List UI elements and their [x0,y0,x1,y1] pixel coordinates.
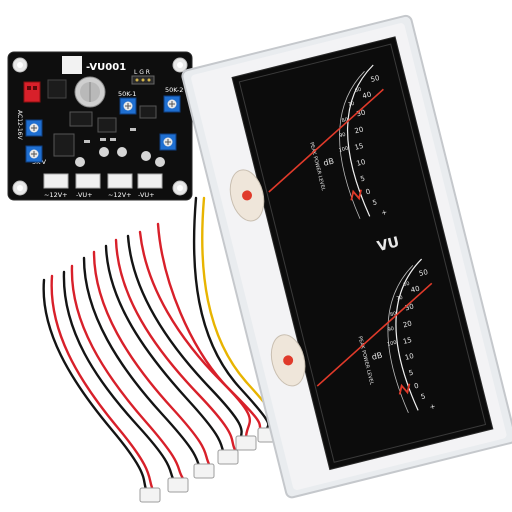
scale-label: 10 [404,352,415,362]
red-wire [50,274,156,494]
inner-scale-label: 80 [390,311,398,318]
inner-scale-label: 60 [354,87,362,94]
ic-chip [139,105,157,119]
jst-plug[interactable] [139,487,161,503]
board-voltage-label: AC12-16V [16,110,23,141]
meter-needle [316,282,433,387]
trim-pot[interactable] [163,95,181,113]
unit-label: dB [371,351,383,362]
black-wire [62,270,178,486]
inner-scale-label: 100 [387,340,398,348]
scale-label: 0 [413,382,419,391]
jst-plug[interactable] [217,449,239,465]
pot-label-left: 50K-1 [118,90,136,98]
jst-socket[interactable] [107,173,133,189]
trim-pot[interactable] [25,119,43,137]
black-wire [126,234,243,446]
jst-plug[interactable] [167,477,189,493]
scale-label: 50 [418,268,429,278]
scale-label: 10 [356,158,367,168]
scale-label: 40 [410,285,421,295]
scale-label: 5 [408,369,414,378]
scale-label: 15 [402,336,413,346]
scale-label: 40 [362,90,373,100]
scale-label: + [429,402,437,411]
inner-scale-label: 90 [387,326,395,333]
power-terminal [23,81,41,103]
small-capacitor [75,157,85,167]
trim-pot[interactable] [119,97,137,115]
small-capacitor [99,147,109,157]
scale-label: 50 [370,74,381,84]
black-wire [82,256,204,474]
scale-label: 5 [372,198,378,207]
inner-scale-label: 80 [341,117,349,124]
jst-socket[interactable] [43,173,69,189]
ic-chip [97,117,117,133]
jst-socket[interactable] [137,173,163,189]
scale-label: 30 [356,108,367,118]
vu-driver-board: -VU001 AC12-16V L G R 50K-1 50K-2 5K-V [7,51,193,201]
board-model-label: -VU001 [86,62,126,73]
inner-scale-label: 60 [403,281,411,288]
ic-chip [69,111,93,127]
vu-label: VU [376,234,401,255]
small-capacitor [117,147,127,157]
jst-plugs [139,427,283,503]
inner-scale-label: 70 [396,295,404,302]
connector-label: -VU+ [138,191,155,199]
red-wire [114,238,238,454]
inner-scale-label: 70 [347,101,355,108]
trim-pot[interactable] [25,145,43,163]
jst-plug[interactable] [193,463,215,479]
black-wire [42,278,150,496]
rectifier-chip [47,79,67,99]
inner-scale-label: 100 [338,146,349,154]
red-wire [156,222,264,438]
jst-plug[interactable] [235,435,257,451]
jst-socket[interactable] [75,173,101,189]
vu-meter: 50 40 30 20 15 10 5 0 5 + dB PEAK POWER … [181,14,512,499]
connector-label: ~12V+ [44,191,68,199]
scale-label: 0 [365,188,371,197]
meter-needle [268,88,384,193]
connector-label: ~12V+ [108,191,132,199]
scale-label: + [380,208,388,217]
connector-label: -VU+ [76,191,93,199]
small-capacitor [155,157,165,167]
inner-scale-label: 90 [339,132,347,139]
unit-label: dB [322,157,334,168]
scale-label: 20 [402,319,413,329]
scale-label: 5 [360,175,366,184]
pot-label-right: 50K-2 [165,86,183,94]
ic-chip [53,133,75,157]
small-capacitor [141,151,151,161]
wire-harnesses [42,196,277,496]
scale-label: 20 [354,125,365,135]
red-wire [70,264,186,482]
scale-label: 30 [404,302,415,312]
red-wire [138,230,251,440]
black-wire [192,196,270,436]
red-wire [92,250,212,468]
black-wire [104,244,228,460]
scale-label: 5 [420,392,426,401]
meter-face [231,36,494,471]
scale-label: 15 [354,142,365,152]
trim-pot[interactable] [159,133,177,151]
header-labels: L G R [134,69,150,76]
connector-row [43,173,163,189]
